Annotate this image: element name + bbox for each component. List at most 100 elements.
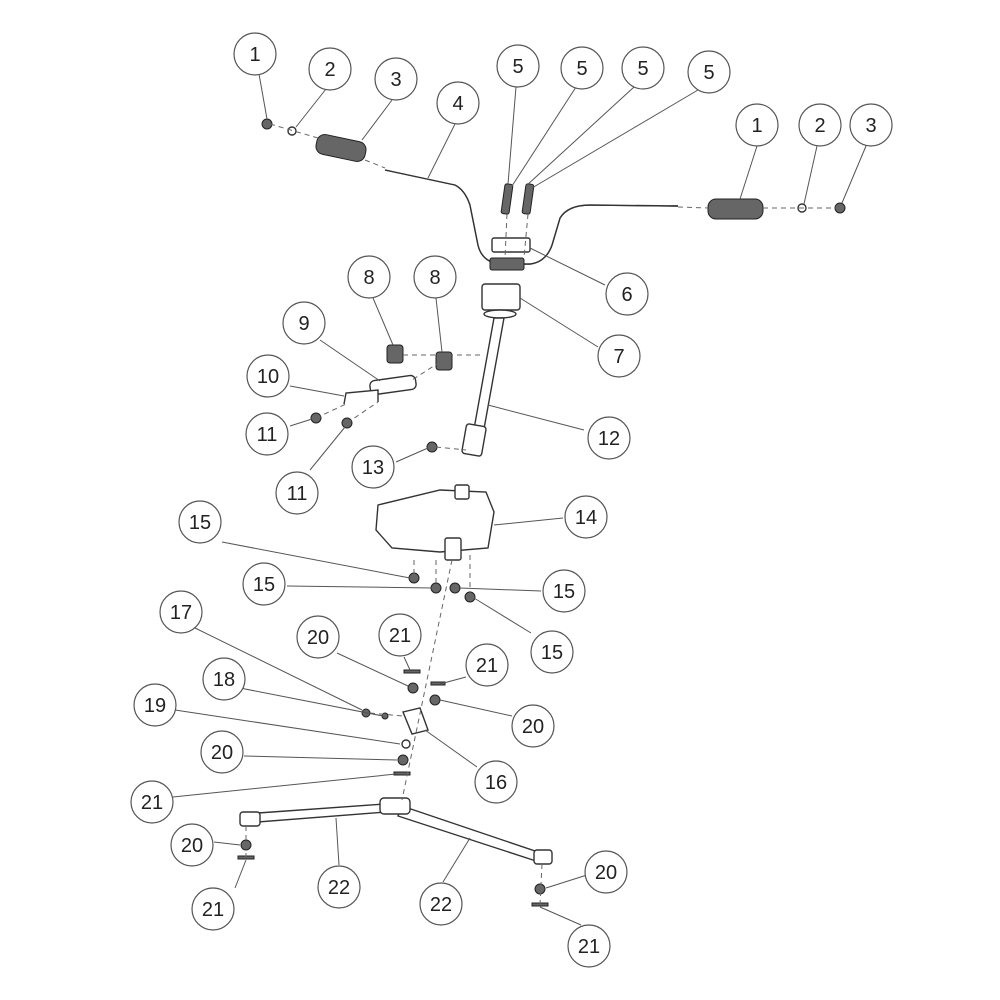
callout-label: 9: [298, 313, 309, 335]
callout-balloon: 3: [849, 103, 893, 147]
callout-label: 12: [598, 428, 620, 450]
callout-label: 20: [522, 716, 544, 738]
left-washer: [287, 126, 297, 136]
callout-label: 1: [751, 115, 762, 137]
callout-balloon: 10: [246, 354, 290, 398]
callout-label: 8: [363, 267, 374, 289]
callout-balloon: 20: [296, 615, 340, 659]
callout-balloon: 2: [798, 103, 842, 147]
callout-balloon: 11: [245, 412, 289, 456]
callout-label: 11: [287, 483, 308, 505]
callout-balloon: 18: [202, 657, 246, 701]
callout-balloon: 20: [170, 823, 214, 867]
callout-balloon: 22: [419, 882, 463, 926]
nut-20-e: [534, 883, 546, 895]
callout-balloon: 21: [378, 613, 422, 657]
callout-balloon: 21: [567, 924, 611, 968]
callout-label: 5: [576, 58, 587, 80]
callout-label: 20: [307, 627, 329, 649]
nut-8-right: [435, 351, 453, 371]
callout-label: 5: [512, 56, 523, 78]
callout-balloon: 14: [564, 495, 608, 539]
callout-balloon: 8: [413, 255, 457, 299]
pitman-arm: [402, 707, 429, 735]
bracket-9: [369, 374, 417, 396]
callout-balloon: 19: [133, 683, 177, 727]
steering-column: [471, 317, 505, 441]
callout-label: 16: [485, 772, 507, 794]
callout-balloon: 7: [597, 334, 641, 378]
callout-balloon: 2: [308, 47, 352, 91]
callout-balloon: 12: [587, 416, 631, 460]
callout-label: 11: [257, 424, 278, 446]
callout-balloon: 3: [374, 57, 418, 101]
callout-balloon: 16: [474, 760, 518, 804]
bolt-15-a: [408, 572, 420, 584]
clamp-bolt: [521, 183, 535, 215]
callout-label: 21: [578, 936, 600, 958]
nut-20-b: [429, 694, 441, 706]
callout-balloon: 5: [496, 44, 540, 88]
u-bolt: [343, 389, 379, 405]
callout-label: 18: [213, 669, 235, 691]
callout-label: 14: [575, 507, 597, 529]
callout-label: 8: [429, 267, 440, 289]
callout-label: 4: [452, 93, 463, 115]
callout-label: 7: [613, 346, 624, 368]
callout-label: 3: [390, 69, 401, 91]
washer-19: [401, 739, 411, 749]
callout-balloon: 21: [130, 780, 174, 824]
callout-label: 5: [703, 62, 714, 84]
callout-balloon: 15: [530, 630, 574, 674]
callout-label: 15: [553, 581, 575, 603]
callout-label: 22: [328, 877, 350, 899]
callout-label: 15: [189, 512, 211, 534]
callout-label: 20: [595, 862, 617, 884]
callout-balloon: 1: [233, 32, 277, 76]
callout-balloon: 15: [242, 562, 286, 606]
callout-balloon: 20: [584, 850, 628, 894]
callout-label: 22: [430, 894, 452, 916]
callout-label: 21: [141, 792, 163, 814]
callout-label: 21: [389, 625, 411, 647]
callout-label: 2: [324, 59, 335, 81]
bolt-15-c: [449, 582, 461, 594]
callout-balloon: 13: [351, 445, 395, 489]
assembly-lines: [245, 123, 838, 906]
pin-21-b: [430, 681, 446, 686]
callout-balloon: 11: [275, 471, 319, 515]
callout-label: 10: [257, 366, 279, 388]
callout-label: 21: [476, 655, 498, 677]
callout-balloon: 15: [542, 569, 586, 613]
balloons: 1 2 3 4 5 5 5 5 1 2 3 6 7 8 8 9 10 11 11…: [130, 32, 893, 968]
pin-21-c: [393, 771, 411, 776]
callout-label: 5: [637, 58, 648, 80]
steering-gearbox: [375, 489, 495, 553]
callout-label: 13: [362, 457, 384, 479]
callout-label: 1: [249, 44, 260, 66]
callout-balloon: 5: [687, 50, 731, 94]
callout-label: 3: [865, 115, 876, 137]
callout-balloon: 20: [200, 730, 244, 774]
leader-lines: [172, 73, 867, 926]
nut-13: [426, 441, 438, 453]
callout-label: 21: [202, 899, 224, 921]
left-grip: [315, 134, 367, 162]
callout-balloon: 9: [282, 301, 326, 345]
lower-clamp: [481, 283, 521, 311]
nut-20-c: [397, 754, 409, 766]
callout-balloon: 20: [511, 704, 555, 748]
clamp-bolt: [500, 183, 514, 215]
callout-balloon: 4: [436, 81, 480, 125]
callout-label: 19: [144, 695, 166, 717]
callout-label: 15: [541, 642, 563, 664]
callout-balloon: 21: [191, 887, 235, 931]
nut-20-a: [407, 682, 419, 694]
nut-8-left: [386, 344, 404, 364]
callout-balloon: 22: [317, 865, 361, 909]
callout-balloon: 15: [178, 500, 222, 544]
tie-rod-right: [397, 805, 539, 862]
parts-artwork: [237, 118, 846, 907]
callout-label: 15: [253, 574, 275, 596]
